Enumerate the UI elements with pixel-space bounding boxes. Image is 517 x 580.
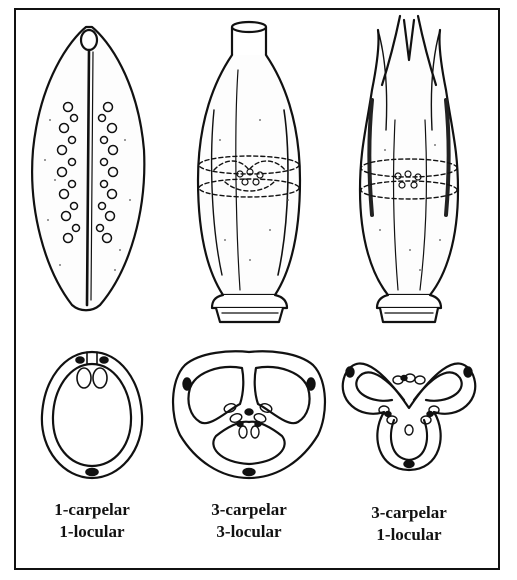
caption-2-line2: 3-locular [184, 521, 314, 543]
pistil-1-carpel-lateral [32, 27, 144, 310]
caption-3-line2: 1-locular [344, 524, 474, 546]
cross-section-2 [173, 351, 325, 478]
caption-2-line1: 3-carpelar [184, 499, 314, 521]
caption-3: 3-carpelar 1-locular [344, 502, 474, 546]
cross-section-1 [42, 352, 142, 478]
caption-1: 1-carpelar 1-locular [27, 499, 157, 543]
caption-1-line1: 1-carpelar [27, 499, 157, 521]
pistil-3-carpel-lateral [360, 16, 458, 322]
cross-section-3 [343, 363, 476, 470]
caption-2: 3-carpelar 3-locular [184, 499, 314, 543]
pistil-2-carpel-lateral [198, 22, 300, 322]
caption-1-line2: 1-locular [27, 521, 157, 543]
caption-3-line1: 3-carpelar [344, 502, 474, 524]
